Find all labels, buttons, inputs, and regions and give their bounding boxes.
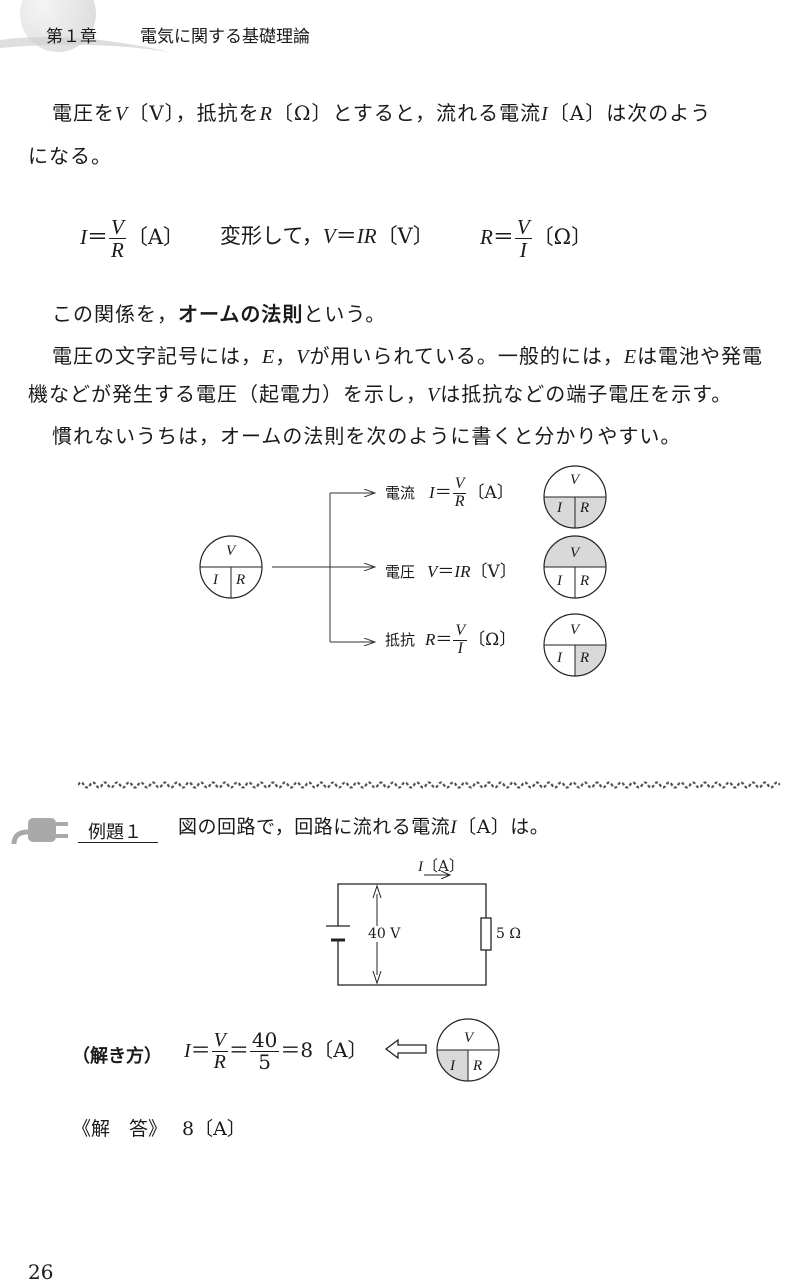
ohms-law-diagram: [199, 465, 607, 677]
section-divider: [78, 781, 780, 789]
c2-V: V: [570, 545, 580, 561]
page-number: 26: [28, 1260, 54, 1284]
c2-I: I: [557, 573, 562, 589]
circle-resistance-shaded: [543, 613, 607, 677]
paragraph-ohms-law: この関係を，オームの法則という。: [52, 302, 387, 326]
circle-current-shaded: [543, 465, 607, 529]
c1-V: V: [570, 472, 580, 488]
paragraph-symbols-line-2: 機などが発生する電圧（起電力）を示し，Vは抵抗などの端子電圧を示す。: [28, 382, 733, 406]
circle-voltage-shaded: [543, 535, 607, 599]
c3-I: I: [557, 650, 562, 666]
c3-V: V: [570, 622, 580, 638]
main-circle-R: R: [236, 572, 246, 588]
sol-circle-R: R: [473, 1058, 483, 1074]
sol-circle-V: V: [464, 1030, 474, 1046]
c3-R: R: [580, 650, 590, 666]
answer-label: 《解 答》: [72, 1118, 168, 1140]
main-circle-V: V: [226, 543, 236, 559]
paragraph-symbols-line-1: 電圧の文字記号には，E，Vが用いられている。一般的には，Eは電池や発電: [52, 344, 764, 368]
answer-value: 8〔A〕: [182, 1118, 246, 1140]
chapter-label: 第１章: [46, 27, 97, 47]
main-circle-I: I: [213, 572, 218, 588]
plug-icon: [11, 818, 68, 845]
paragraph-tip: 慣れないうちは，オームの法則を次のように書くと分かりやすい。: [52, 424, 682, 448]
c1-R: R: [580, 500, 590, 516]
solution-vir-circle: [436, 1018, 500, 1082]
sol-circle-I: I: [450, 1058, 455, 1074]
header-swoosh-graphic: [0, 0, 170, 52]
header-decoration: [0, 0, 180, 60]
c2-R: R: [580, 573, 590, 589]
resistance-label: 5 Ω: [496, 926, 521, 942]
circuit-diagram: [326, 860, 492, 986]
ohms-law-term: オームの法則: [178, 302, 304, 326]
intro-line-1: 電圧をV〔V〕，抵抗をR〔Ω〕とすると，流れる電流I〔A〕は次のよう: [52, 101, 712, 125]
resistor-symbol: [480, 917, 492, 951]
left-arrow-icon: [384, 1038, 427, 1060]
formula-voltage: 変形して，V＝IR〔V〕: [220, 224, 434, 248]
example-underline: [78, 842, 158, 843]
circuit-wires: [337, 883, 487, 986]
battery-symbol: [326, 925, 350, 942]
voltage-label: 40 V: [366, 926, 403, 942]
branch-arrows: [272, 493, 375, 642]
c1-I: I: [557, 500, 562, 516]
main-vir-circle: [199, 535, 263, 599]
chapter-title: 電気に関する基礎理論: [140, 27, 310, 47]
solution-label: （解き方）: [72, 1046, 162, 1067]
intro-line-2: になる。: [28, 144, 112, 168]
current-label: I〔A〕: [418, 857, 464, 875]
example-question: 図の回路で，回路に流れる電流I〔A〕は。: [178, 816, 550, 838]
example-label: 例題１: [88, 822, 142, 843]
